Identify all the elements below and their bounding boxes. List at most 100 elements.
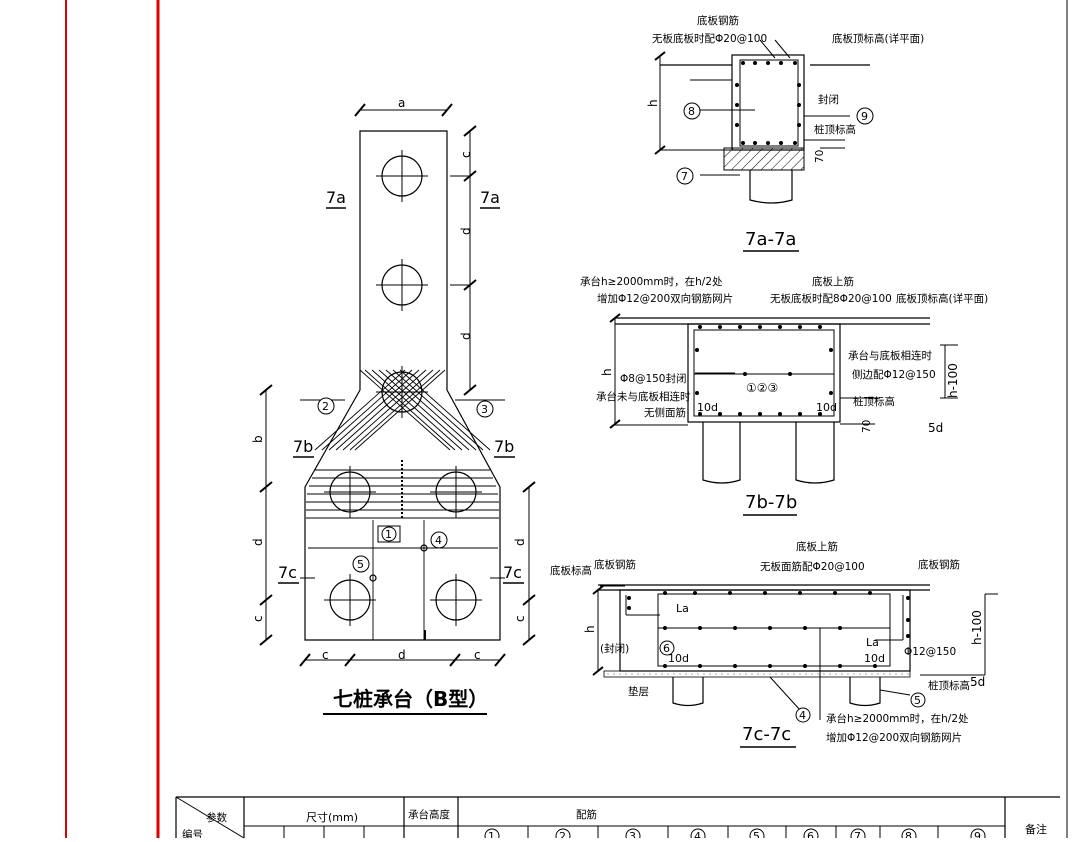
7c-seal: (封闭) bbox=[600, 642, 629, 655]
dim-d-top: d bbox=[459, 227, 473, 235]
dim-a: a bbox=[398, 96, 405, 110]
7a-tag-9: 9 bbox=[861, 110, 868, 123]
cut-7b-left: 7b bbox=[293, 437, 313, 456]
7b-top-elev: 底板顶标高(详平面) bbox=[896, 292, 988, 305]
7a-pile-top: 桩顶标高 bbox=[814, 123, 856, 136]
table-col-9: 9 bbox=[974, 830, 981, 838]
7c-mesh-2: 增加Φ12@200双向钢筋网片 bbox=[826, 731, 962, 744]
table-col-4: 4 bbox=[694, 830, 701, 838]
dim-c-left: c bbox=[251, 615, 265, 622]
7b-dim-h: h bbox=[600, 368, 614, 376]
7c-la-right: La bbox=[866, 636, 879, 649]
7c-slab-bar-left: 底板钢筋 bbox=[594, 558, 636, 571]
table-col-6: 6 bbox=[807, 830, 814, 838]
cut-7a-left: 7a bbox=[326, 188, 346, 207]
7c-10d-left: 10d bbox=[668, 652, 689, 665]
dim-d-mid: d bbox=[459, 332, 473, 340]
table-size: 尺寸(mm) bbox=[306, 810, 358, 824]
dim-c-bottom-right: c bbox=[474, 648, 481, 662]
dim-c-bottom-left: c bbox=[322, 648, 329, 662]
rebar-dots-7c bbox=[627, 591, 910, 668]
cut-7c-right: 7c bbox=[503, 563, 522, 582]
tag-5: 5 bbox=[357, 558, 364, 571]
tag-4: 4 bbox=[435, 534, 442, 547]
table-col-7: 7 bbox=[854, 830, 861, 838]
tag-1: 1 bbox=[385, 528, 392, 541]
7c-mesh-1: 承台h≥2000mm时，在h/2处 bbox=[826, 712, 969, 725]
dim-d-right: d bbox=[513, 538, 527, 546]
rebar-dots-7b bbox=[695, 325, 833, 416]
7c-dim-5d: 5d bbox=[970, 675, 985, 689]
dim-b: b bbox=[251, 435, 265, 443]
7b-pile-top: 桩顶标高 bbox=[853, 395, 895, 408]
sheet-border bbox=[65, 0, 1068, 838]
7a-no-slab: 无板底板时配Φ20@100 bbox=[652, 32, 767, 45]
table-rebar: 配筋 bbox=[576, 808, 597, 821]
7a-seal: 封闭 bbox=[818, 93, 839, 106]
7b-no-slab: 无板底板时配8Φ20@100 bbox=[770, 292, 892, 305]
7c-cushion: 垫层 bbox=[628, 685, 649, 698]
table-height: 承台高度 bbox=[408, 808, 450, 821]
7c-top-bar: 底板上筋 bbox=[796, 540, 838, 553]
plan-dimensions bbox=[259, 103, 536, 667]
tag-2: 2 bbox=[322, 400, 329, 413]
table-col-3: 3 bbox=[629, 830, 636, 838]
dim-d-left: d bbox=[251, 538, 265, 546]
7c-title: 7c-7c bbox=[742, 724, 791, 745]
section-7c-labels: 底板钢筋 底板标高 底板上筋 无板面筋配Φ20@100 底板钢筋 La La (… bbox=[550, 540, 985, 748]
7a-tag-8: 8 bbox=[688, 105, 695, 118]
7a-dim-h: h bbox=[646, 99, 660, 107]
7c-10d-right: 10d bbox=[864, 652, 885, 665]
table-col-2: 2 bbox=[559, 830, 566, 838]
7c-tag-5: 5 bbox=[914, 694, 921, 707]
7b-seal: Φ8@150封闭 bbox=[620, 372, 687, 385]
section-7a-labels: 底板钢筋 无板底板时配Φ20@100 底板顶标高(详平面) 封闭 桩顶标高 h … bbox=[646, 14, 924, 252]
rebar-dots-7a bbox=[735, 61, 801, 145]
plan-title: 七桩承台（B型） bbox=[333, 687, 488, 711]
schedule-table-labels: 参数 编号 尺寸(mm) 承台高度 配筋 备注 1 2 3 4 5 6 7 8 … bbox=[182, 808, 1047, 842]
cut-7c-left: 7c bbox=[278, 563, 297, 582]
7b-mesh-1: 承台h≥2000mm时，在h/2处 bbox=[580, 275, 723, 288]
7b-top-bar: 底板上筋 bbox=[812, 275, 854, 288]
7a-title: 7a-7a bbox=[745, 229, 796, 250]
7b-conn-2: 侧边配Φ12@150 bbox=[852, 368, 936, 381]
7b-not-conn-2: 无侧面筋 bbox=[644, 406, 686, 419]
section-7c bbox=[592, 584, 998, 720]
section-7a bbox=[654, 39, 870, 204]
7a-top-elev: 底板顶标高(详平面) bbox=[832, 32, 924, 45]
plan-labels: a c d d b d c d c c d c 7a 7a 7b 7b 7c 7… bbox=[251, 96, 527, 715]
7a-dim-70: 70 bbox=[814, 150, 826, 163]
table-note: 备注 bbox=[1025, 822, 1047, 836]
schedule-table bbox=[175, 796, 1060, 839]
7c-pile-top: 桩顶标高 bbox=[928, 679, 970, 692]
7c-la-left: La bbox=[676, 602, 689, 615]
7c-slab-bar-right: 底板钢筋 bbox=[918, 558, 960, 571]
cut-7b-right: 7b bbox=[494, 437, 514, 456]
table-col-8: 8 bbox=[905, 830, 912, 838]
7c-dim-h: h bbox=[583, 625, 597, 633]
pile-circles bbox=[329, 155, 477, 621]
7b-conn-1: 承台与底板相连时 bbox=[848, 349, 932, 362]
7b-not-conn-1: 承台未与底板相连时 bbox=[596, 390, 691, 403]
section-7b-labels: 承台h≥2000mm时，在h/2处 增加Φ12@200双向钢筋网片 底板上筋 无… bbox=[580, 275, 988, 516]
table-col-tags: 1 2 3 4 5 6 7 8 9 bbox=[484, 828, 986, 842]
tag-3: 3 bbox=[481, 403, 488, 416]
7a-tag-7: 7 bbox=[681, 170, 688, 183]
7c-tag-4: 4 bbox=[799, 709, 806, 722]
7c-dim-h100: h-100 bbox=[970, 610, 984, 645]
7b-10d-right: 10d bbox=[816, 401, 837, 414]
dim-d-bottom: d bbox=[398, 648, 406, 662]
7b-tags-123: ①②③ bbox=[746, 381, 778, 395]
table-col-5: 5 bbox=[753, 830, 760, 838]
table-param: 参数 bbox=[206, 811, 227, 824]
7c-phi12: Φ12@150 bbox=[904, 646, 956, 658]
cut-7a-right: 7a bbox=[480, 188, 500, 207]
7a-bottom-bar: 底板钢筋 bbox=[697, 14, 739, 27]
7b-10d-left: 10d bbox=[697, 401, 718, 414]
7b-title: 7b-7b bbox=[745, 492, 797, 513]
7b-dim-70: 70 bbox=[861, 420, 873, 433]
7b-mesh-2: 增加Φ12@200双向钢筋网片 bbox=[597, 292, 733, 305]
dim-c-top: c bbox=[459, 151, 473, 158]
